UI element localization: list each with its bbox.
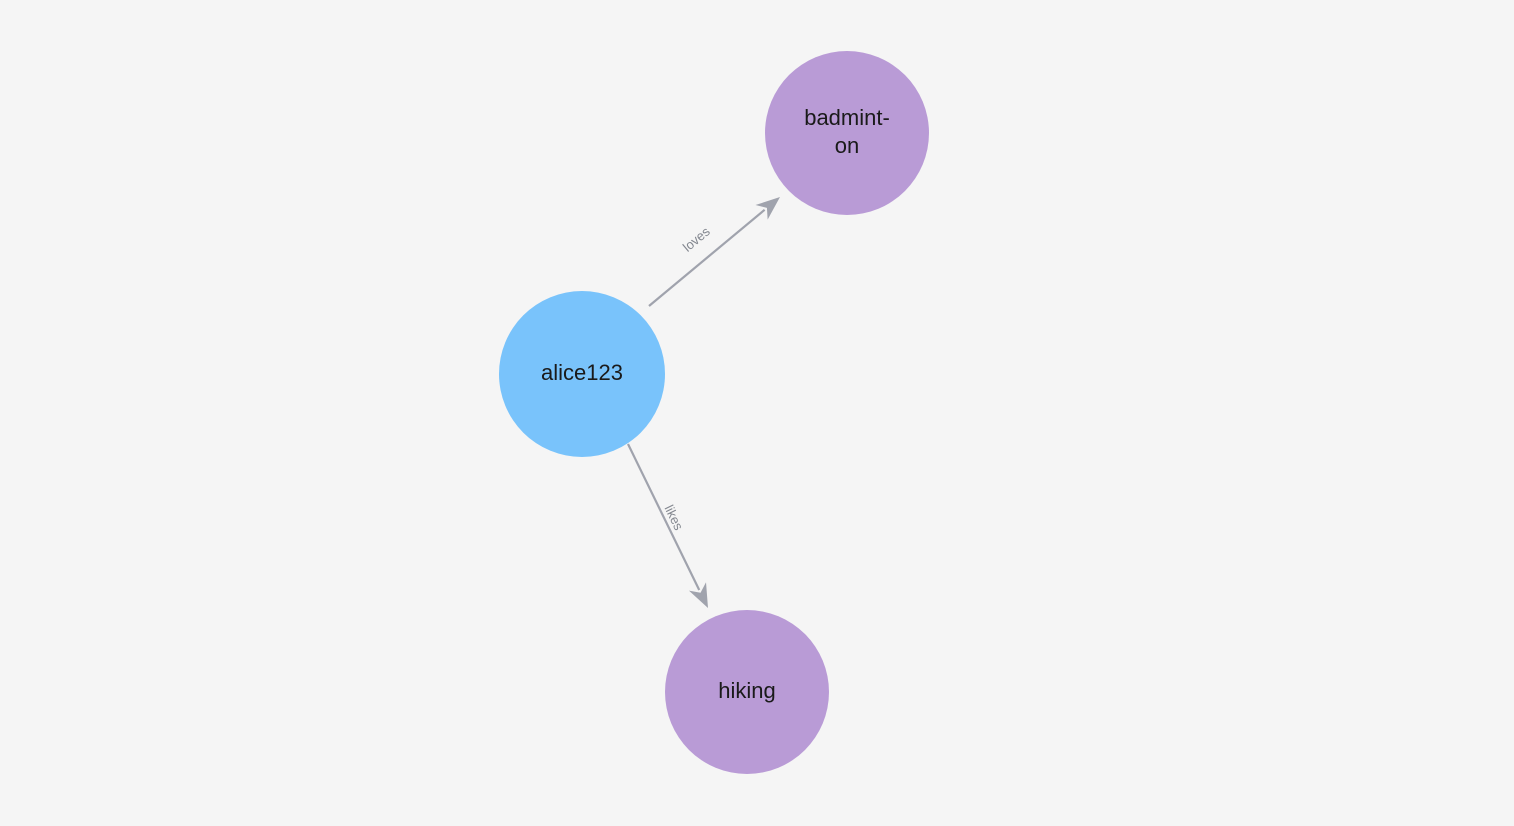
node-circle[interactable] xyxy=(765,51,929,215)
graph-node-hiking[interactable]: hiking xyxy=(665,610,829,774)
node-circle[interactable] xyxy=(665,610,829,774)
edge-line xyxy=(648,208,766,307)
edge-line xyxy=(627,443,701,591)
edge-arrowhead-icon xyxy=(688,582,708,608)
node-circle[interactable] xyxy=(499,291,665,457)
edge-arrowhead-icon xyxy=(755,197,780,220)
graph-node-alice123[interactable]: alice123 xyxy=(499,291,665,457)
graph-node-badminton[interactable]: badmint-on xyxy=(765,51,929,215)
